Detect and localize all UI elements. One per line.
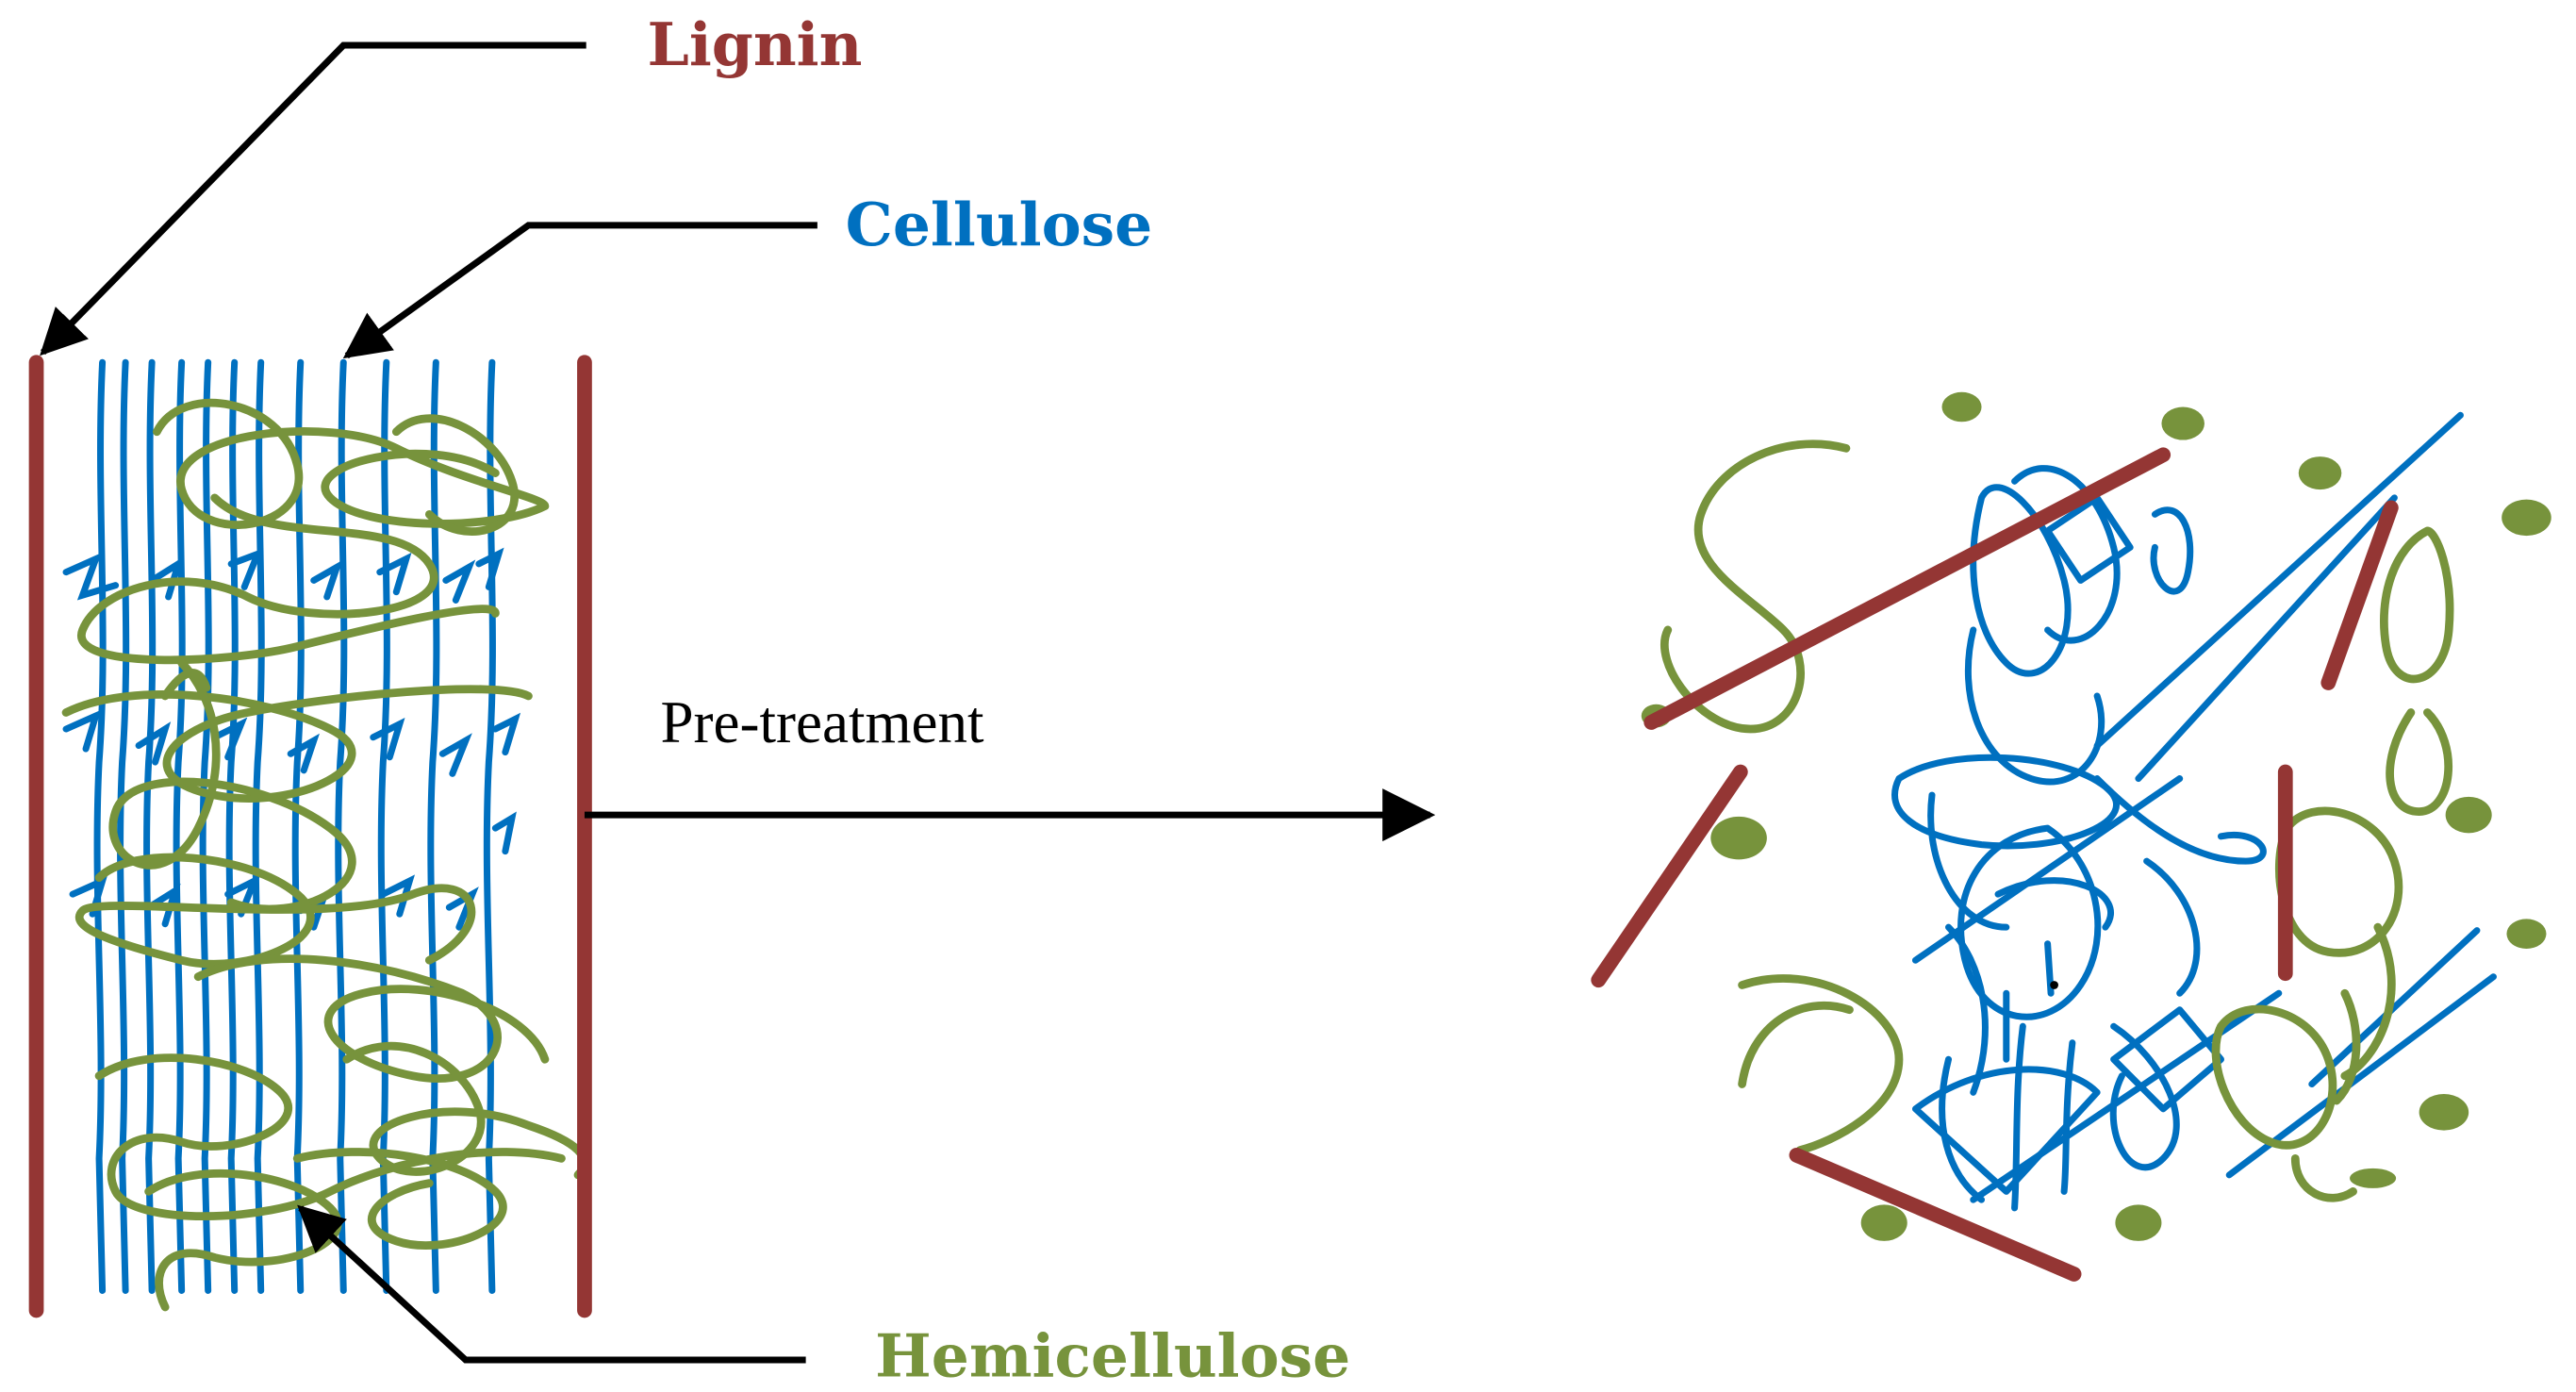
lignin-fragment [1789, 1147, 2082, 1282]
cellulose-dot [2050, 981, 2058, 989]
cellulose-label: Cellulose [846, 190, 1153, 259]
lignin-callout-arrow [40, 41, 586, 356]
cellulose-fiber [483, 358, 496, 1294]
cellulose-fiber [117, 358, 130, 1294]
hemicellulose-callout-arrow [297, 1204, 806, 1364]
hemicellulose-fragments [1641, 391, 2551, 1241]
hemicellulose-dot [2502, 499, 2551, 537]
cellulose-fiber [225, 358, 239, 1294]
cellulose-fiber [252, 358, 265, 1294]
hemicellulose-dot [2445, 796, 2492, 834]
lignin-bars [28, 355, 592, 1318]
hemicellulose-dot [1860, 1204, 1907, 1241]
cellulose-fiber [199, 358, 212, 1294]
hemicellulose-dot [2115, 1204, 2162, 1241]
cellulose-kinks [62, 709, 521, 777]
lignin-fragment [2320, 500, 2399, 690]
lignin-label: Lignin [648, 9, 863, 79]
intact-structure [28, 355, 592, 1318]
hemicellulose-dot [2350, 1168, 2397, 1188]
cellulose-fiber [93, 358, 107, 1294]
cellulose-fiber [291, 358, 305, 1294]
cellulose-callout-arrow [342, 222, 817, 359]
lignin-fragment [1591, 764, 1748, 988]
hemicellulose-dot [1941, 391, 1982, 423]
lignin-fragments [1591, 447, 2399, 1282]
hemicellulose-dot [2161, 406, 2204, 440]
cellulose-fibers [62, 358, 521, 1294]
hemicellulose-dot [2419, 1094, 2469, 1131]
cellulose-fiber [173, 358, 186, 1294]
cellulose-fiber [143, 358, 157, 1294]
lignin-fragment [1643, 447, 2171, 730]
cellulose-kinks [62, 547, 504, 604]
pretreatment-label: Pre-treatment [661, 689, 984, 755]
callouts [40, 41, 817, 1364]
hemicellulose-dot [2506, 919, 2547, 949]
disrupted-structure [1591, 391, 2551, 1282]
hemicellulose-dot [2298, 456, 2342, 490]
cellulose-fiber [427, 358, 440, 1294]
cellulose-fragments [1891, 411, 2497, 1212]
hemicellulose-dot [1710, 816, 1767, 860]
hemicellulose-label: Hemicellulose [875, 1321, 1350, 1391]
hemicellulose-tangle [61, 398, 588, 1312]
